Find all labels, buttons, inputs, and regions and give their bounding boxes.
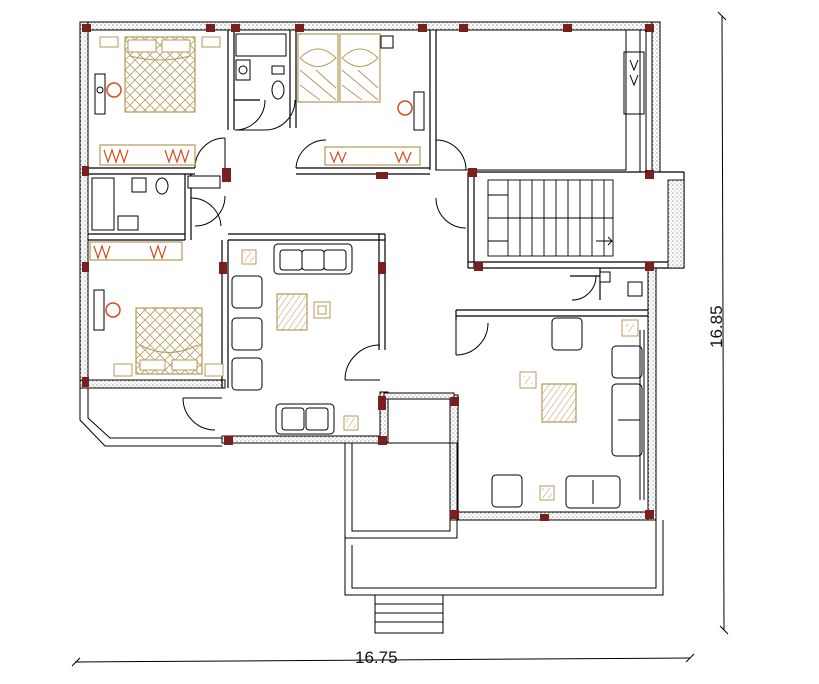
family-room [491, 317, 643, 509]
window [629, 30, 647, 500]
width-dimension-line [71, 653, 695, 667]
bathtub-icon [91, 177, 115, 231]
wardrobe [89, 241, 183, 261]
lamp-icon [93, 289, 121, 331]
table-icon [241, 249, 359, 431]
armchair-icon [231, 275, 335, 435]
wardrobe [99, 144, 196, 166]
balconies [79, 29, 664, 634]
height-dimension-line [717, 11, 729, 635]
lamp-icon [397, 91, 425, 131]
bed-icon [297, 33, 339, 103]
columns [82, 24, 654, 521]
bed-icon [339, 33, 381, 103]
nightstand-icon [113, 363, 133, 377]
bath-upper [235, 33, 287, 100]
nightstand-icon [380, 35, 394, 49]
living-room [231, 243, 359, 435]
staircase [487, 179, 685, 269]
height-dimension: 16.85 [707, 305, 726, 348]
lamp-icon [94, 73, 122, 115]
washbasin-icon [117, 215, 139, 231]
bed-icon [135, 307, 203, 375]
table-icon [519, 319, 639, 501]
sofa-icon [273, 243, 353, 275]
master-bedroom [94, 36, 221, 166]
bed-icon [124, 36, 196, 113]
bathtub-icon [235, 33, 287, 57]
nightstand-icon [201, 36, 221, 48]
toilet-icon [627, 281, 643, 297]
width-dimension: 16.75 [355, 648, 398, 667]
door-swings [182, 99, 597, 431]
interior-walls [88, 30, 685, 388]
toilet-icon [271, 65, 285, 75]
bath-lower [91, 175, 221, 231]
powder-room [599, 271, 643, 297]
toilet-icon [155, 177, 169, 195]
wardrobe [324, 146, 421, 166]
nightstand-icon [99, 36, 119, 48]
nightstand-icon [204, 363, 224, 377]
kids-bedroom [297, 33, 425, 166]
washbasin-icon [599, 271, 611, 283]
armchair-icon [491, 317, 643, 509]
second-bedroom [89, 241, 224, 377]
